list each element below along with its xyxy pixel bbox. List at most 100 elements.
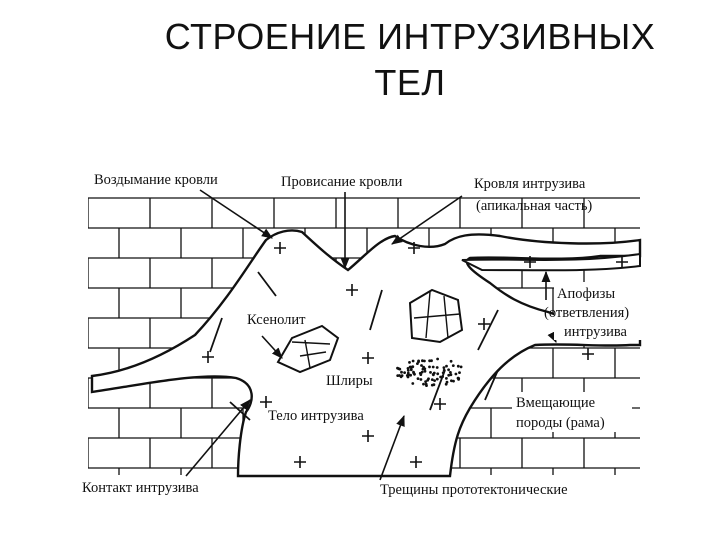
schlieren-dot [449,371,452,374]
schlieren-dot [412,371,416,375]
plus-symbol [202,351,214,363]
schlieren-dot [458,371,461,374]
label-schlieren: Шлиры [326,373,373,389]
schlieren-dot [408,365,412,369]
apophyses-label-bg [554,282,654,340]
arrow-xenolith [261,335,283,359]
arrow-intrusion-roof [391,195,463,245]
label-of-intrusion: интрузива [564,324,627,340]
schlieren-dot [449,359,453,363]
slide-title: СТРОЕНИЕ ИНТРУЗИВНЫХ ТЕЛ [160,14,660,106]
schlieren-dot [396,374,400,377]
schlieren-dot [432,371,436,375]
plus-symbol [434,398,446,410]
roof-pendant-block [408,288,464,344]
schlieren-dot [447,373,451,377]
plus-symbol [478,318,490,330]
label-contact: Контакт интрузива [82,480,199,496]
title-line-1: СТРОЕНИЕ ИНТРУЗИВНЫХ [164,16,656,57]
plus-symbol [616,256,628,268]
schlieren-dot [442,366,446,369]
label-cracks: Трещины прототектонические [380,482,568,498]
label-apical-part: (апикальная часть) [476,198,592,214]
schlieren-dot [451,364,455,367]
schlieren-dot [445,380,449,384]
schlieren-dot [400,374,404,377]
arrow-contact [185,399,251,477]
schlieren-dot [432,383,436,387]
schlieren-dot [422,382,425,386]
schlieren-dot [454,372,458,376]
plus-symbol [260,396,272,408]
schlieren-dot [400,370,403,374]
arrow-cracks [379,414,405,481]
label-roof-uplift: Воздымание кровли [94,172,218,188]
label-arrows [185,189,557,481]
schlieren-dot [420,364,423,367]
schlieren-dot [445,364,448,368]
schlieren-dot [436,372,440,376]
schlieren-dot [433,379,436,382]
schlieren-dot [416,362,419,365]
host-rocks-label-bg [512,392,632,432]
schlieren-dot [423,369,427,373]
schlieren-dot [436,357,439,361]
title-line-2: ТЕЛ [374,62,446,103]
plus-symbol [346,284,358,296]
schlieren-dot [450,379,453,383]
label-roof-sag: Провисание кровли [281,174,403,190]
schlieren-dot [423,359,426,363]
plus-symbol [524,256,536,268]
apophysis-upper [461,252,641,272]
plus-symbol [582,348,594,360]
schlieren-dot [449,373,453,377]
intrusion-body-shape [90,229,642,478]
schlieren-dot [411,382,415,385]
arrow-roof-uplift [199,189,273,239]
schlieren-dot [409,368,413,372]
schlieren-dot [431,365,435,369]
schlieren-dot [419,373,423,376]
plus-symbol [274,242,286,254]
schlieren-dot [456,376,460,380]
schlieren-dot [429,371,432,374]
schlieren-dot [416,377,420,380]
plus-symbol [408,242,420,254]
schlieren-dot [425,384,428,387]
schlieren-dot [424,380,427,383]
schlieren-dot [447,368,450,372]
label-intrusion-roof: Кровля интрузива [474,176,586,192]
label-apophyses: Апофизы [557,286,615,302]
schlieren-dot [403,371,406,374]
schlieren-dot [459,365,463,369]
label-host-rocks: Вмещающие [516,395,595,411]
schlieren-dot [406,369,410,372]
label-branches: (ответвления) [544,305,629,321]
schlieren-dot [420,370,424,374]
schlieren-dot [435,377,439,381]
schlieren-dot [409,373,412,377]
label-intrusion-body: Тело интрузива [268,408,364,424]
schlieren-dot [428,365,431,369]
schlieren-dot [428,359,431,363]
schlieren-dot [421,367,425,371]
plus-symbol [362,352,374,364]
schlieren-dot [452,379,455,383]
schlieren-dot [396,366,399,370]
schlieren-dot [430,378,434,381]
schlieren-dot [411,359,415,363]
label-xenolith: Ксенолит [247,312,306,328]
plus-symbol [294,456,306,468]
schlieren-dot [417,359,420,363]
schlieren-dot [426,378,430,382]
plus-symbol [410,456,422,468]
schlieren-dot [408,361,411,364]
schlieren-dot [444,382,448,386]
label-frame: породы (рама) [516,415,605,431]
schlieren-dot [445,377,448,380]
schlieren-dot [419,378,423,381]
schlieren-dot [411,365,415,369]
xenolith-block [276,324,340,374]
schlieren-dot [456,364,460,368]
